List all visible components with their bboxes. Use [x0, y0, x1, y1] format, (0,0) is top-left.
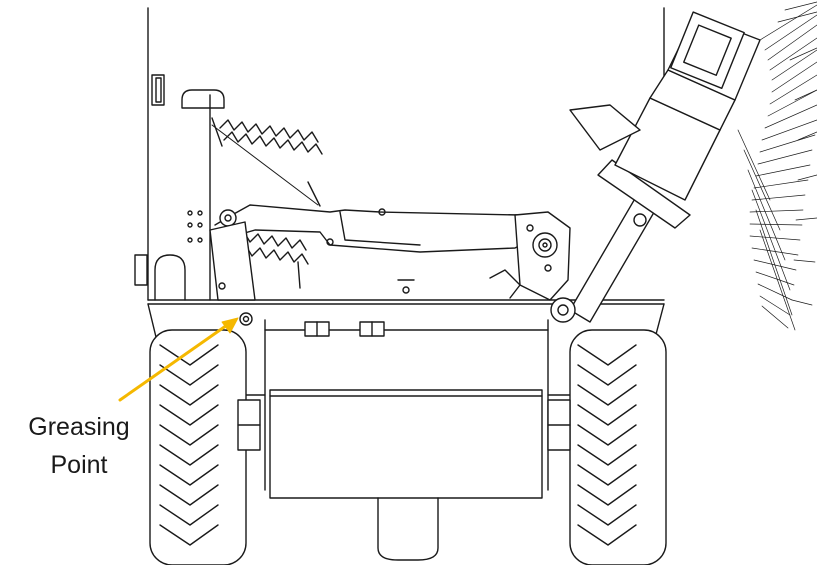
lift-linkage [187, 204, 541, 301]
right-wheel [547, 329, 667, 565]
brush-arm [550, 11, 761, 323]
callout-line-2: Point [50, 451, 108, 479]
lower-housing [147, 303, 665, 561]
greasing-point-label: Greasing Point [4, 408, 154, 484]
upper-spring [211, 117, 323, 207]
pivot-plate [514, 211, 571, 301]
callout-line-1: Greasing [28, 413, 130, 441]
rotary-brush [737, 1, 817, 331]
greasing-point-arrow [118, 317, 239, 402]
left-wheel [149, 329, 261, 565]
